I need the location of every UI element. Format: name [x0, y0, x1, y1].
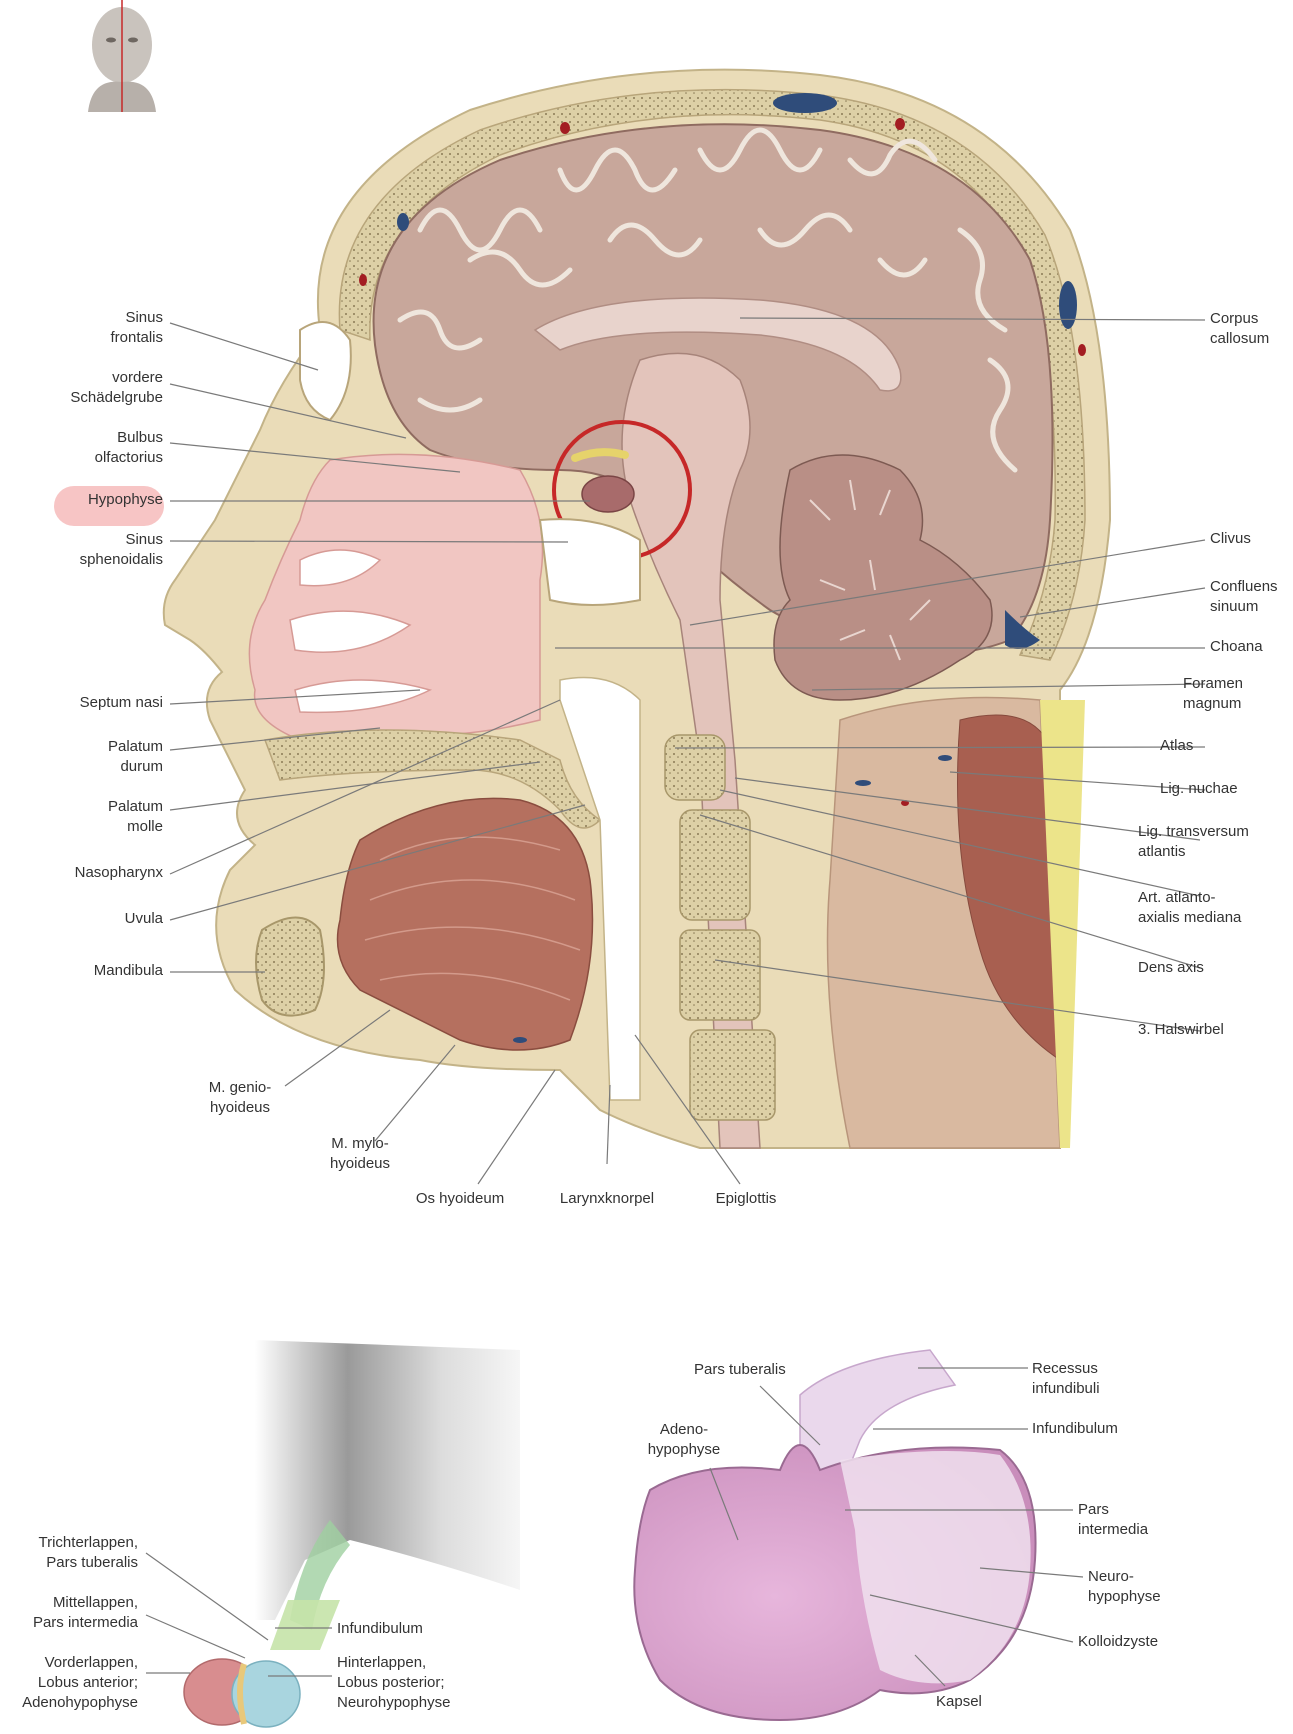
- schematic-pars-intermedia: [237, 1663, 247, 1725]
- cerebellum: [773, 454, 993, 701]
- label-pars-intermedia: Pars intermedia: [1078, 1501, 1149, 1538]
- palate: [263, 729, 602, 829]
- gyri-pattern: [397, 127, 1018, 473]
- hypophyse-label-highlight: [54, 486, 164, 526]
- schematic-infundibulum-region: [270, 1600, 340, 1650]
- label-kolloidzyste: Kolloidzyste: [1078, 1633, 1159, 1650]
- label-m-geniohyoideus: M. genio- hyoideus: [208, 1079, 272, 1116]
- label-clivus: Clivus: [1210, 530, 1251, 547]
- label-hinterlappen: Hinterlappen, Lobus posterior; Neurohypo…: [337, 1654, 451, 1711]
- sinus-frontalis-cavity: [299, 321, 352, 422]
- label-infundibulum-histology: Infundibulum: [1032, 1420, 1118, 1437]
- venous-sinuses: [397, 93, 1077, 1043]
- arteries: [359, 118, 1086, 806]
- figure3-leader-lines: [709, 1367, 1084, 1687]
- label-palatum-molle: Palatum molle: [107, 798, 163, 835]
- label-larynxknorpel: Larynxknorpel: [559, 1190, 655, 1207]
- tongue-fibers: [364, 836, 581, 1001]
- label-epiglottis: Epiglottis: [715, 1190, 777, 1207]
- label-vorderlappen: Vorderlappen, Lobus anterior; Adenohypop…: [22, 1654, 138, 1711]
- tongue-muscle: [336, 797, 594, 1051]
- label-os-hyoideum: Os hyoideum: [415, 1190, 505, 1207]
- head-median-section: [162, 68, 1112, 1149]
- label-vordere-schaedelgrube: vordere Schädelgrube: [70, 369, 163, 406]
- label-corpus-callosum: Corpus callosum: [1210, 310, 1270, 347]
- figure2-leader-lines: [145, 1552, 332, 1677]
- skull-calvaria: [338, 88, 1086, 661]
- sinus-sphenoidalis: [538, 518, 641, 606]
- label-lig-nuchae: Lig. nuchae: [1160, 780, 1238, 797]
- label-choana: Choana: [1210, 638, 1263, 655]
- label-lig-transversum-atlantis: Lig. transversum atlantis: [1138, 823, 1249, 860]
- schematic-shaded-background: [255, 1340, 520, 1620]
- hypophysis: [581, 475, 635, 513]
- optic-chiasm: [571, 448, 629, 462]
- label-infundibulum-schematic: Infundibulum: [337, 1620, 423, 1637]
- label-hypophyse: Hypophyse: [87, 491, 163, 508]
- label-palatum-durum: Palatum durum: [107, 738, 163, 775]
- nuchal-muscle-band: [957, 714, 1061, 1061]
- pituitary-histology: [633, 1349, 1037, 1722]
- figure1-leader-lines: [169, 317, 1206, 1185]
- label-neurohypophyse-histology: Neuro- hypophyse: [1088, 1568, 1161, 1605]
- label-nasopharynx: Nasopharynx: [74, 864, 163, 881]
- corpus-callosum: [533, 297, 902, 392]
- schematic-neurohypophyse: [231, 1660, 301, 1728]
- label-sinus-sphenoidalis: Sinus sphenoidalis: [79, 531, 163, 568]
- label-adenohypophyse-histology: Adeno- hypophyse: [647, 1421, 721, 1458]
- label-uvula: Uvula: [124, 910, 163, 927]
- label-mittellappen: Mittellappen, Pars intermedia: [32, 1594, 138, 1631]
- label-atlas: Atlas: [1160, 737, 1194, 754]
- label-bulbus-olfactorius: Bulbus olfactorius: [94, 429, 163, 466]
- label-mandibula: Mandibula: [93, 962, 163, 979]
- nasal-conchae: [289, 549, 433, 714]
- label-art-atlanto-axialis: Art. atlanto- axialis mediana: [1138, 889, 1242, 926]
- label-dens-axis: Dens axis: [1138, 959, 1204, 976]
- cerebellum-folia: [809, 479, 931, 661]
- histology-neuro-part: [840, 1451, 1031, 1684]
- label-kapsel: Kapsel: [936, 1693, 982, 1710]
- label-sinus-frontalis: Sinus frontalis: [110, 309, 163, 346]
- label-recessus-infundibuli: Recessus infundibuli: [1032, 1360, 1100, 1397]
- label-pars-tuberalis: Pars tuberalis: [694, 1361, 786, 1378]
- nuchal-fat: [1040, 700, 1085, 1148]
- pharynx-airway: [559, 676, 641, 1101]
- label-3-halswirbel: 3. Halswirbel: [1138, 1021, 1224, 1038]
- label-foramen-magnum: Foramen magnum: [1183, 675, 1244, 712]
- cervical-vertebrae: [664, 734, 776, 1121]
- mandible-bone: [255, 916, 325, 1017]
- label-trichterlappen: Trichterlappen, Pars tuberalis: [38, 1534, 139, 1571]
- label-m-mylohyoideus: M. mylo- hyoideus: [329, 1135, 391, 1172]
- head-orientation-icon: [70, 0, 180, 112]
- pituitary-schematic: [183, 1340, 520, 1728]
- label-septum-nasi: Septum nasi: [79, 694, 163, 711]
- label-confluens-sinuum: Confluens sinuum: [1210, 578, 1278, 615]
